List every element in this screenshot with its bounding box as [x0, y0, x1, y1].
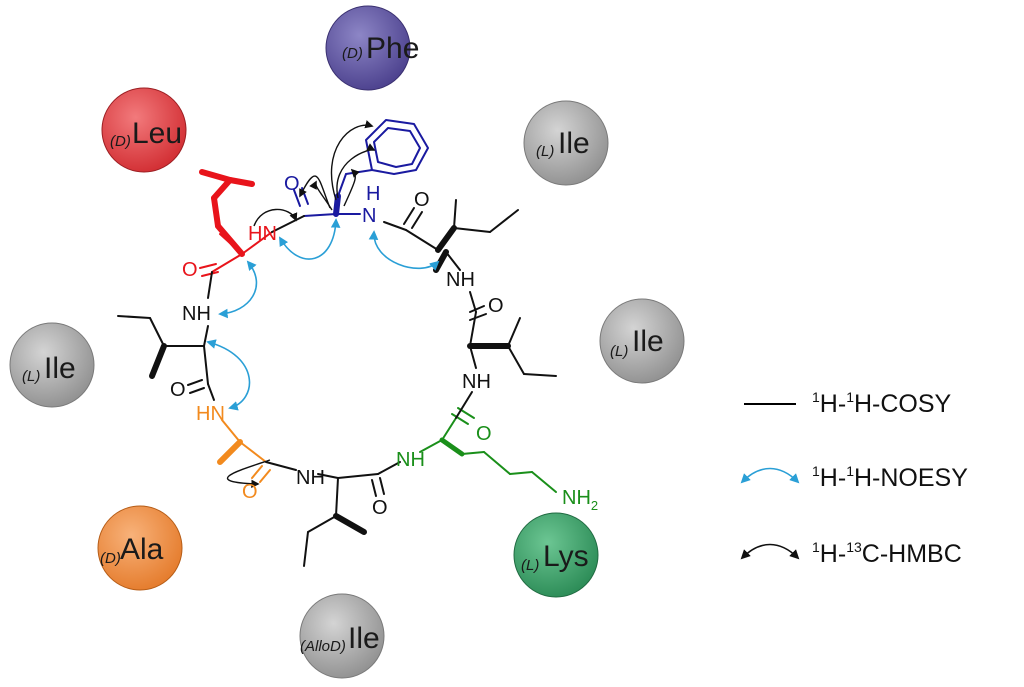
atom-labels: HN O NH O HN O NH O NH O NH2 NH O NH O O…	[170, 173, 598, 519]
legend-item-noesy: 1H-1H-NOESY	[740, 463, 968, 492]
peptide-backbone	[117, 119, 557, 567]
atom-o-lys: O	[476, 423, 492, 445]
residue-name: Ile	[558, 127, 590, 160]
residue-name: Ile	[348, 622, 380, 655]
residue-name: Ile	[632, 325, 664, 358]
residue-name: Phe	[366, 32, 419, 65]
atom-o-ile3: O	[170, 379, 186, 401]
legend-label-cosy: 1H-1H-COSY	[812, 389, 952, 418]
atom-o-ile1: O	[414, 189, 430, 211]
residue-config: (L)	[521, 557, 539, 574]
residue-name: Lys	[543, 540, 589, 573]
residue-config: (D)	[100, 550, 121, 567]
residue-ball-allod-ile: (AlloD) Ile	[299, 593, 385, 679]
atom-nh2-lys: NH2	[562, 487, 598, 513]
residue-config: (D)	[342, 45, 363, 62]
legend-item-hmbc: 1H-13C-HMBC	[740, 539, 962, 568]
hmbc-arrows	[227, 120, 376, 488]
atom-nh-allo: NH	[296, 467, 325, 489]
atom-hn-leu: HN	[248, 223, 277, 245]
noesy-arrow-swatch	[740, 467, 800, 484]
atom-hn-ala: HN	[196, 403, 225, 425]
hmbc-arrow-swatch	[740, 543, 800, 560]
atom-o-ala: O	[242, 481, 258, 503]
residue-ball-d-ala: (D) Ala	[97, 505, 183, 591]
atom-o-ile2: O	[488, 295, 504, 317]
residue-config: (L)	[22, 368, 40, 385]
residue-name: Ala	[120, 533, 164, 566]
residue-config: (AlloD)	[300, 638, 346, 655]
residue-ball-l-ile-3: (L) Ile	[9, 322, 95, 408]
legend: 1H-1H-COSY 1H-1H-NOESY 1H-13C-HMBC	[740, 389, 968, 568]
residue-name: Ile	[44, 352, 76, 385]
legend-item-cosy: 1H-1H-COSY	[744, 389, 952, 418]
residue-ball-d-leu: (D) Leu	[101, 87, 187, 173]
atom-nh-ile1: NH	[446, 269, 475, 291]
residue-ball-d-phe: (D) Phe	[325, 5, 419, 91]
atom-nh-ile2: NH	[462, 371, 491, 393]
residue-config: (L)	[536, 143, 554, 160]
legend-label-noesy: 1H-1H-NOESY	[812, 463, 968, 492]
residue-ball-l-ile-1: (L) Ile	[523, 100, 609, 186]
residue-name: Leu	[132, 117, 182, 150]
legend-label-hmbc: 1H-13C-HMBC	[812, 539, 962, 568]
residue-config: (L)	[610, 343, 628, 360]
noesy-arrows	[206, 218, 440, 411]
atom-nh-ile3: NH	[182, 303, 211, 325]
atom-o-leu: O	[182, 259, 198, 281]
residue-config: (D)	[110, 133, 131, 150]
atom-o-allo: O	[372, 497, 388, 519]
atom-nh-lys: NH	[396, 449, 425, 471]
atom-n-phe: N	[362, 205, 376, 227]
atom-o-phe: O	[284, 173, 300, 195]
residue-ball-l-lys: (L) Lys	[513, 512, 599, 598]
residue-ball-l-ile-2: (L) Ile	[599, 298, 685, 384]
atom-h-phe: H	[366, 183, 380, 205]
